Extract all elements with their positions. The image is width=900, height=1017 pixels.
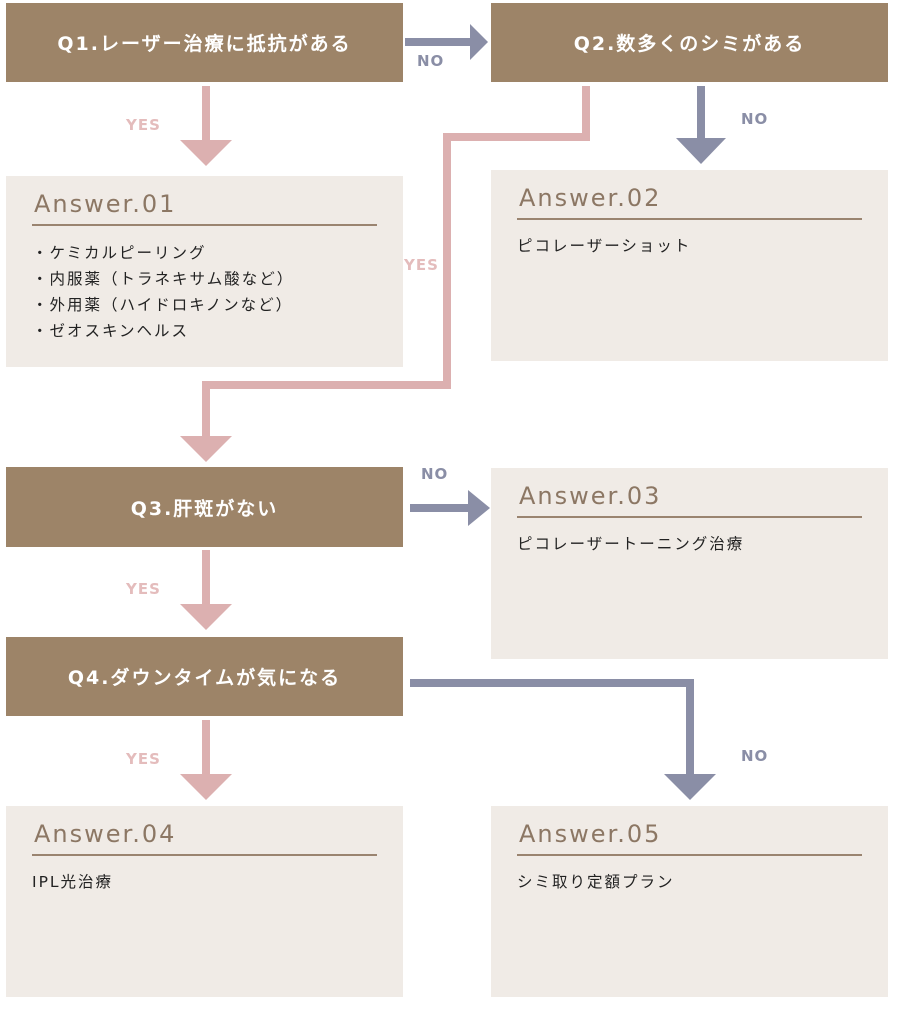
yes-label-q2: YES	[404, 256, 439, 274]
answer-box-04: Answer.04 IPL光治療	[6, 806, 403, 997]
answer-box-05: Answer.05 シミ取り定額プラン	[491, 806, 888, 997]
list-item: ・ゼオスキンヘルス	[32, 322, 190, 340]
question-text-q3: Q3.肝斑がない	[130, 497, 279, 520]
yes-label-q3: YES	[126, 580, 161, 598]
question-text-q1: Q1.レーザー治療に抵抗がある	[57, 33, 352, 55]
question-text-q4: Q4.ダウンタイムが気になる	[67, 667, 342, 689]
answer-box-01: Answer.01 ・ケミカルピーリング ・内服薬（トラネキサム酸など） ・外用…	[6, 176, 403, 367]
yes-label-q4: YES	[126, 750, 161, 768]
answer-title-04: Answer.04	[32, 820, 377, 856]
arrowhead-q3-yes	[180, 604, 232, 630]
arrow-q4-no	[410, 679, 694, 778]
arrowhead-q4-yes	[180, 774, 232, 800]
answer-box-03: Answer.03 ピコレーザートーニング治療	[491, 468, 888, 659]
no-label-q2: NO	[741, 110, 769, 128]
arrowhead-q3-no	[468, 490, 490, 526]
question-text-q2: Q2.数多くのシミがある	[573, 33, 806, 55]
arrow-q2-yes	[202, 86, 590, 440]
no-label-q3: NO	[421, 465, 449, 483]
answer-list-01: ・ケミカルピーリング ・内服薬（トラネキサム酸など） ・外用薬（ハイドロキノンな…	[32, 240, 377, 344]
answer-title-01: Answer.01	[32, 190, 377, 226]
arrowhead-q1-yes	[180, 140, 232, 166]
answer-title-02: Answer.02	[517, 184, 862, 220]
arrowhead-q4-no	[664, 774, 716, 800]
question-box-q4: Q4.ダウンタイムが気になる	[6, 637, 403, 716]
no-label-q1: NO	[417, 52, 445, 70]
question-box-q1: Q1.レーザー治療に抵抗がある	[6, 3, 403, 82]
no-label-q4: NO	[741, 747, 769, 765]
question-box-q2: Q2.数多くのシミがある	[491, 3, 888, 82]
list-item: ・外用薬（ハイドロキノンなど）	[32, 296, 294, 314]
list-item: ・内服薬（トラネキサム酸など）	[32, 270, 295, 288]
answer-text-03: ピコレーザートーニング治療	[517, 535, 745, 553]
yes-label-q1: YES	[126, 116, 161, 134]
answer-text-04: IPL光治療	[32, 873, 114, 891]
answer-text-05: シミ取り定額プラン	[517, 873, 675, 891]
answer-text-02: ピコレーザーショット	[517, 237, 692, 255]
list-item: ・ケミカルピーリング	[32, 244, 207, 262]
answer-title-05: Answer.05	[517, 820, 862, 856]
arrowhead-q2-yes	[180, 436, 232, 462]
answer-box-02: Answer.02 ピコレーザーショット	[491, 170, 888, 361]
question-box-q3: Q3.肝斑がない	[6, 467, 403, 547]
arrowhead-q1-no	[470, 24, 488, 60]
answer-title-03: Answer.03	[517, 482, 862, 518]
arrowhead-q2-no	[676, 138, 726, 164]
